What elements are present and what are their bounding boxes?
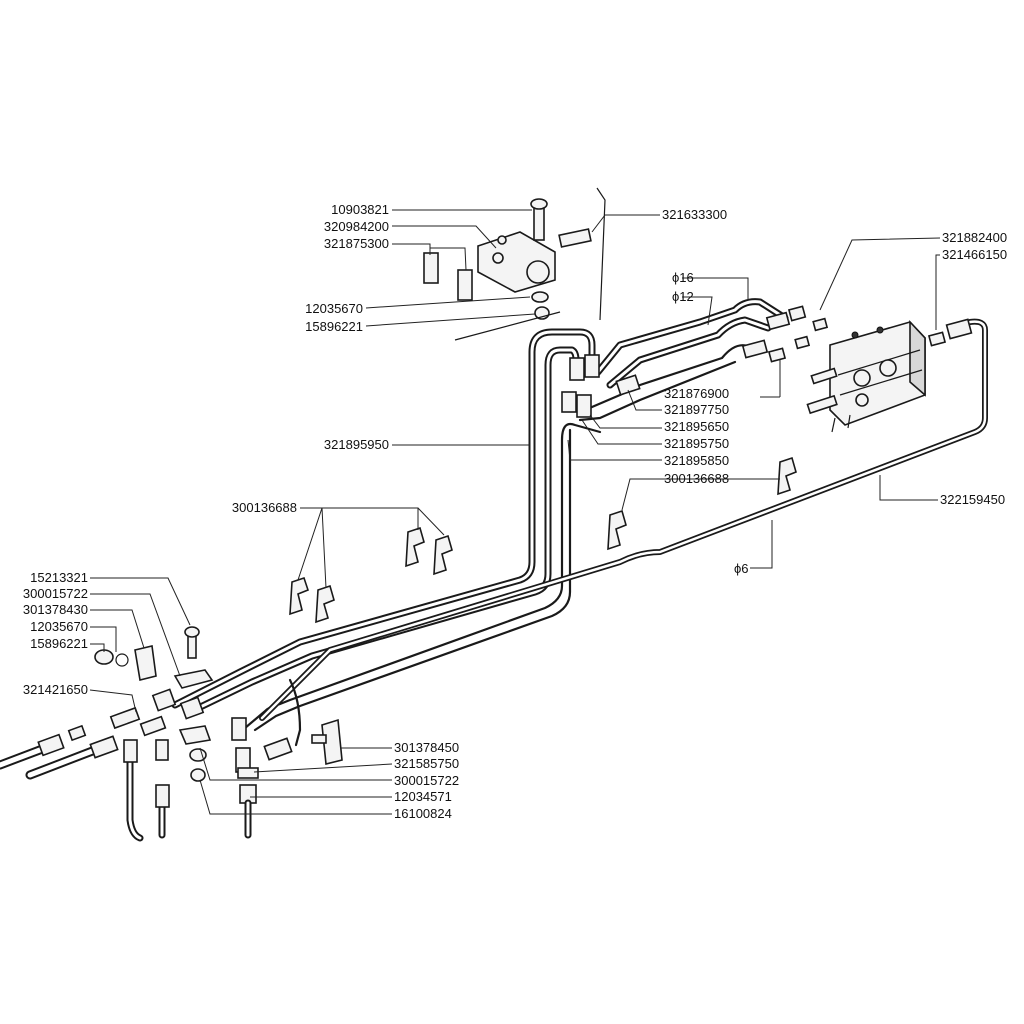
label-300136688-left: 300136688 [232, 500, 297, 515]
part-number-labels: 10903821 320984200 321875300 12035670 15… [23, 202, 1007, 821]
label-321633300: 321633300 [662, 207, 727, 222]
label-300015722-left: 300015722 [23, 586, 88, 601]
label-321895750: 321895750 [664, 436, 729, 451]
upper-pipes-to-valve [578, 298, 789, 422]
label-phi16: ϕ16 [672, 270, 694, 285]
label-10903821: 10903821 [331, 202, 389, 217]
label-321895950: 321895950 [324, 437, 389, 452]
label-321875300: 321875300 [324, 236, 389, 251]
label-301378430: 301378430 [23, 602, 88, 617]
label-320984200: 320984200 [324, 219, 389, 234]
label-322159450: 322159450 [940, 492, 1005, 507]
label-321895850: 321895850 [664, 453, 729, 468]
label-16100824: 16100824 [394, 806, 452, 821]
label-321897750: 321897750 [664, 402, 729, 417]
label-321421650: 321421650 [23, 682, 88, 697]
label-300136688-right: 300136688 [664, 471, 729, 486]
pipe-end-fittings-upper [561, 354, 641, 418]
lower-left-assembly [0, 626, 343, 842]
label-15896221-left: 15896221 [30, 636, 88, 651]
label-phi6: ϕ6 [734, 561, 749, 576]
pipe-clamps [289, 456, 797, 624]
top-junction-block [423, 187, 606, 341]
label-321466150: 321466150 [942, 247, 1007, 262]
control-valve-block [806, 319, 926, 433]
main-pipe-bundle [171, 328, 602, 732]
label-321882400: 321882400 [942, 230, 1007, 245]
label-phi12: ϕ12 [672, 289, 694, 304]
label-321876900: 321876900 [664, 386, 729, 401]
label-15213321: 15213321 [30, 570, 88, 585]
leader-lines [89, 209, 941, 815]
label-12034571: 12034571 [394, 789, 452, 804]
label-12035670-left: 12035670 [30, 619, 88, 634]
label-321895650: 321895650 [664, 419, 729, 434]
valve-fittings [741, 305, 973, 363]
return-pipe-phi6 [259, 318, 988, 721]
label-301378450: 301378450 [394, 740, 459, 755]
label-321585750: 321585750 [394, 756, 459, 771]
label-12035670-top: 12035670 [305, 301, 363, 316]
label-15896221-top: 15896221 [305, 319, 363, 334]
label-300015722-bottom: 300015722 [394, 773, 459, 788]
